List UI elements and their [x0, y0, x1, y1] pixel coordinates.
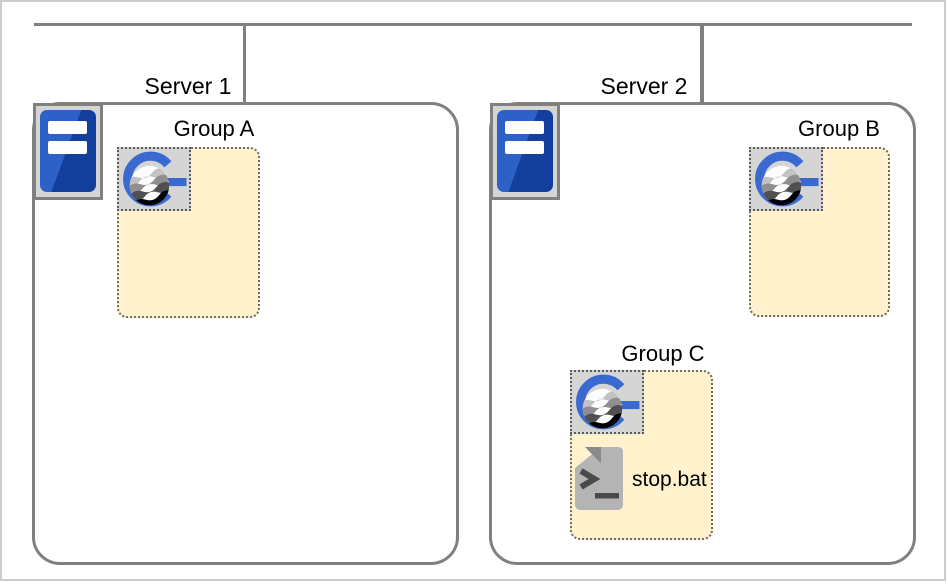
g-globe-logo-art [751, 149, 821, 209]
group-c-label: Group C [621, 341, 705, 366]
terminal-script-icon [575, 447, 623, 510]
server-icon [490, 103, 560, 200]
server-tower-slot [48, 141, 87, 154]
server-tower-shape [497, 110, 553, 192]
g-globe-logo-art [119, 149, 189, 209]
server1-connector-line [242, 22, 246, 103]
server-tower-slot [48, 121, 87, 134]
batch-script-label: stop.bat [632, 468, 707, 491]
group-a-label: Group A [173, 116, 255, 141]
server2-label: Server 2 [600, 73, 688, 99]
g-globe-logo-icon [570, 370, 644, 434]
server2-connector-line [700, 22, 704, 103]
server-tower-slot [505, 141, 544, 154]
server-tower-shape [40, 110, 96, 192]
group-b-label: Group B [798, 116, 880, 141]
g-globe-logo-icon [749, 147, 823, 211]
server1-label: Server 1 [144, 73, 232, 99]
batch-script-icon [575, 445, 623, 510]
g-globe-logo-icon [117, 147, 191, 211]
server-icon [33, 103, 103, 200]
server-tower-slot [505, 121, 544, 134]
g-globe-logo-art [572, 372, 642, 432]
network-bus-line [34, 22, 912, 26]
